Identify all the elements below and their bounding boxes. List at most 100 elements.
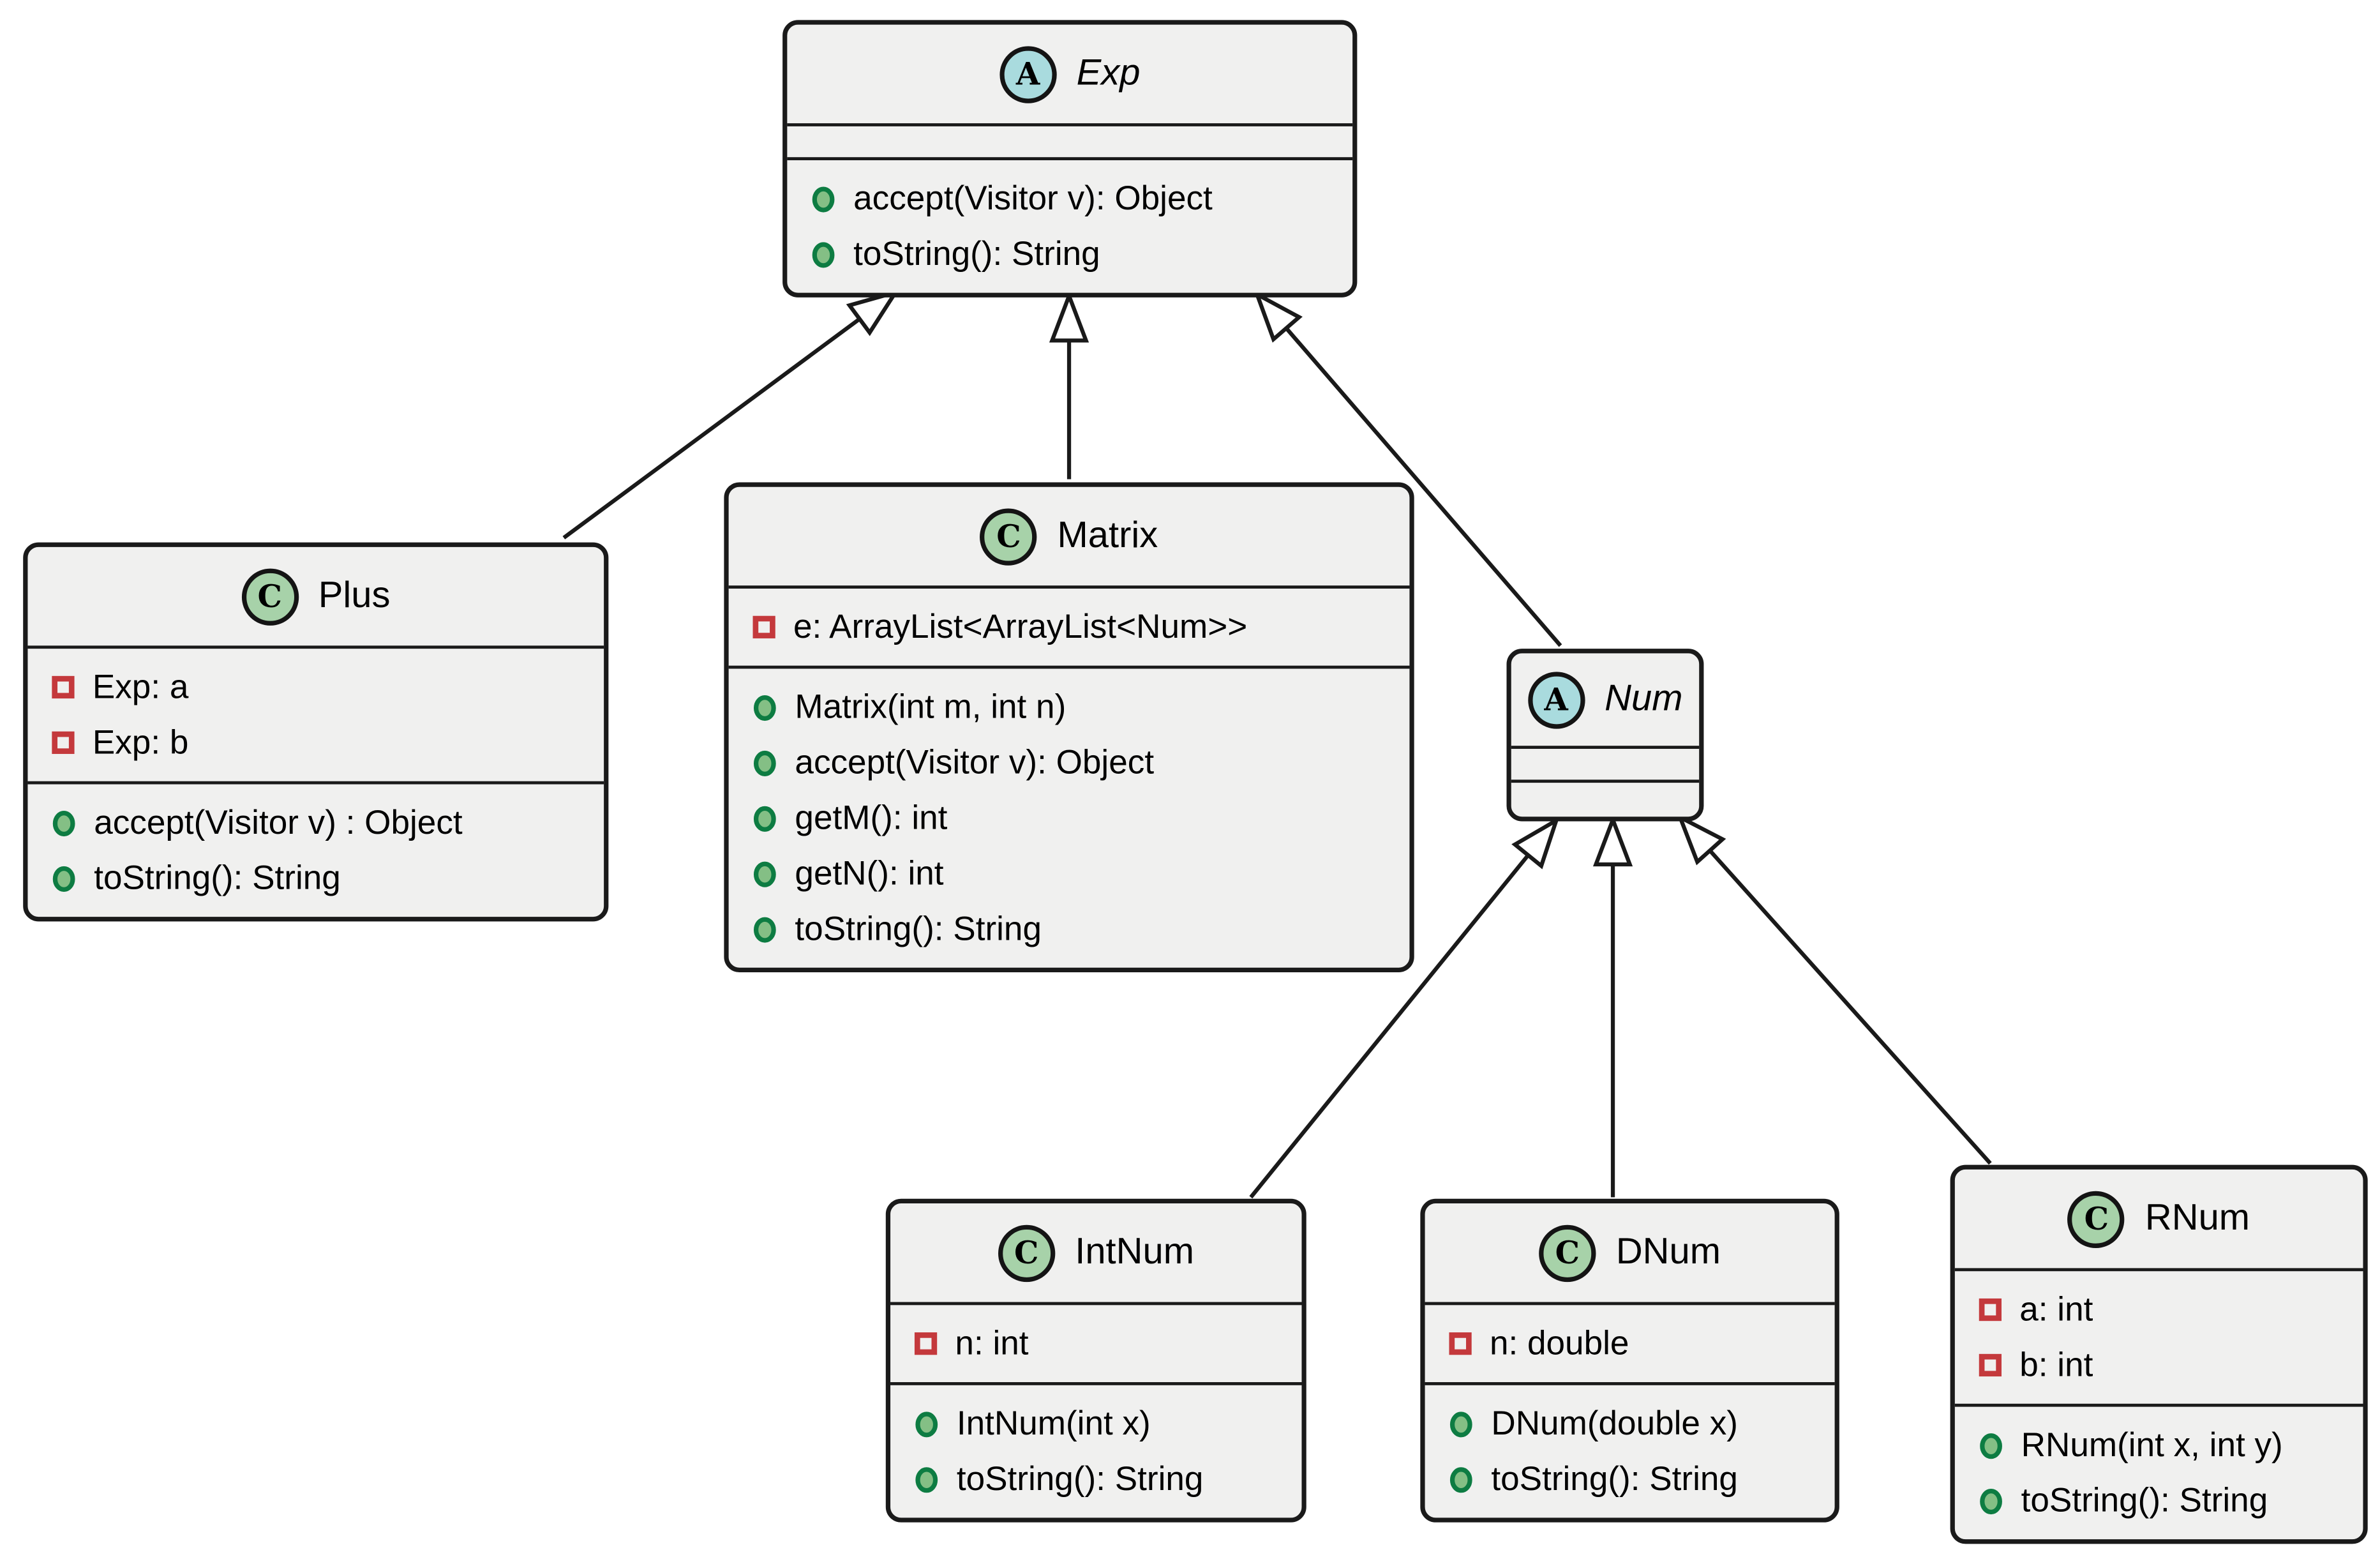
methods-section-dnum: DNum(double x) toString(): String (1425, 1382, 1835, 1517)
class-box-dnum: C DNum n: double DNum(double x) toString… (1420, 1198, 1839, 1523)
public-method-icon (52, 865, 75, 891)
class-box-intnum: C IntNum n: int IntNum(int x) toString()… (885, 1198, 1306, 1523)
class-title-num: A Num (1511, 653, 1699, 746)
method-label: toString(): String (2021, 1480, 2268, 1519)
method-label: toString(): String (956, 1459, 1204, 1498)
methods-section-intnum: IntNum(int x) toString(): String (890, 1382, 1302, 1517)
method-row: RNum(int x, int y) (1955, 1418, 2363, 1473)
fields-section-rnum: a: int b: int (1954, 1268, 2363, 1403)
class-title-exp: A Exp (787, 25, 1352, 123)
method-row: toString(): String (787, 227, 1352, 282)
methods-section-exp: accept(Visitor v): Object toString(): St… (787, 157, 1353, 292)
abstract-class-icon: A (999, 45, 1057, 103)
method-row: accept(Visitor v) : Object (27, 795, 604, 850)
edge-intnum-to-num (1249, 816, 1560, 1199)
public-method-icon (1980, 1432, 2002, 1458)
private-field-icon (1449, 1332, 1472, 1355)
method-row: toString(): String (1425, 1452, 1835, 1507)
private-field-icon (752, 615, 775, 638)
method-row: Matrix(int m, int n) (729, 679, 1410, 735)
method-label: toString(): String (94, 858, 341, 897)
fields-section-dnum: n: double (1425, 1302, 1835, 1382)
field-label: a: int (2019, 1290, 2093, 1329)
class-title-matrix: C Matrix (729, 487, 1410, 585)
class-icon: C (998, 1224, 1055, 1281)
class-box-rnum: C RNum a: int b: int RNum(int x, int y) … (1950, 1164, 2368, 1544)
method-label: getM(): int (795, 798, 948, 837)
field-row: n: int (890, 1316, 1301, 1371)
field-row: Exp: b (27, 715, 604, 771)
public-method-icon (753, 749, 776, 776)
edge-num-to-exp (1253, 290, 1562, 647)
field-row: a: int (1955, 1282, 2363, 1337)
method-row: toString(): String (27, 850, 604, 906)
class-icon: C (241, 568, 299, 625)
method-row: getN(): int (729, 846, 1410, 901)
public-method-icon (753, 916, 776, 942)
field-label: e: ArrayList<ArrayList<Num>> (793, 606, 1248, 646)
private-field-icon (914, 1332, 938, 1355)
class-icon: C (1539, 1224, 1596, 1281)
methods-section-matrix: Matrix(int m, int n) accept(Visitor v): … (728, 665, 1410, 968)
method-label: toString(): String (1491, 1459, 1738, 1498)
class-box-plus: C Plus Exp: a Exp: b accept(Visitor v) :… (23, 542, 609, 922)
field-label: b: int (2019, 1345, 2093, 1384)
class-name-dnum: DNum (1615, 1231, 1721, 1273)
public-method-icon (812, 241, 835, 267)
fields-section-intnum: n: int (890, 1302, 1302, 1382)
methods-section-plus: accept(Visitor v) : Object toString(): S… (27, 781, 604, 917)
method-row: accept(Visitor v): Object (729, 735, 1410, 790)
method-row: DNum(double x) (1425, 1396, 1835, 1452)
fields-section-matrix: e: ArrayList<ArrayList<Num>> (728, 585, 1410, 666)
method-label: accept(Visitor v): Object (795, 742, 1155, 781)
class-title-intnum: C IntNum (890, 1203, 1301, 1302)
class-name-intnum: IntNum (1075, 1231, 1194, 1273)
field-row: e: ArrayList<ArrayList<Num>> (729, 599, 1410, 655)
method-row: getM(): int (729, 790, 1410, 846)
method-row: toString(): String (890, 1452, 1301, 1507)
public-method-icon (52, 809, 75, 836)
class-name-matrix: Matrix (1057, 515, 1158, 557)
private-field-icon (52, 731, 75, 754)
class-box-num: A Num (1506, 649, 1704, 822)
public-method-icon (1980, 1487, 2002, 1514)
private-field-icon (1979, 1298, 2002, 1321)
method-row: IntNum(int x) (890, 1396, 1301, 1452)
public-method-icon (1449, 1466, 1472, 1493)
method-label: IntNum(int x) (956, 1403, 1151, 1443)
public-method-icon (753, 861, 776, 887)
field-row: b: int (1955, 1337, 2363, 1393)
abstract-class-icon: A (1527, 671, 1585, 728)
public-method-icon (915, 1466, 938, 1493)
class-box-exp: A Exp accept(Visitor v): Object toString… (782, 20, 1358, 297)
method-label: RNum(int x, int y) (2021, 1425, 2283, 1464)
public-method-icon (915, 1411, 938, 1437)
method-label: DNum(double x) (1491, 1403, 1738, 1443)
field-label: Exp: a (92, 667, 189, 706)
field-row: n: double (1425, 1316, 1835, 1371)
class-name-plus: Plus (318, 575, 391, 617)
method-row: toString(): String (729, 901, 1410, 957)
method-label: accept(Visitor v): Object (853, 178, 1213, 218)
class-name-num: Num (1605, 677, 1683, 720)
private-field-icon (52, 675, 75, 699)
field-label: Exp: b (92, 722, 189, 762)
public-method-icon (753, 805, 776, 831)
class-title-dnum: C DNum (1425, 1203, 1835, 1302)
class-name-exp: Exp (1076, 52, 1141, 94)
method-label: accept(Visitor v) : Object (94, 802, 463, 841)
method-label: toString(): String (853, 234, 1100, 273)
method-label: toString(): String (795, 909, 1042, 948)
class-title-rnum: C RNum (1955, 1170, 2363, 1268)
field-row: Exp: a (27, 659, 604, 715)
fields-section-plus: Exp: a Exp: b (27, 645, 604, 781)
public-method-icon (753, 694, 776, 720)
method-row: toString(): String (1955, 1473, 2363, 1528)
method-label: getN(): int (795, 854, 944, 892)
class-box-matrix: C Matrix e: ArrayList<ArrayList<Num>> Ma… (724, 482, 1414, 972)
public-method-icon (812, 186, 835, 212)
public-method-icon (1449, 1411, 1472, 1437)
